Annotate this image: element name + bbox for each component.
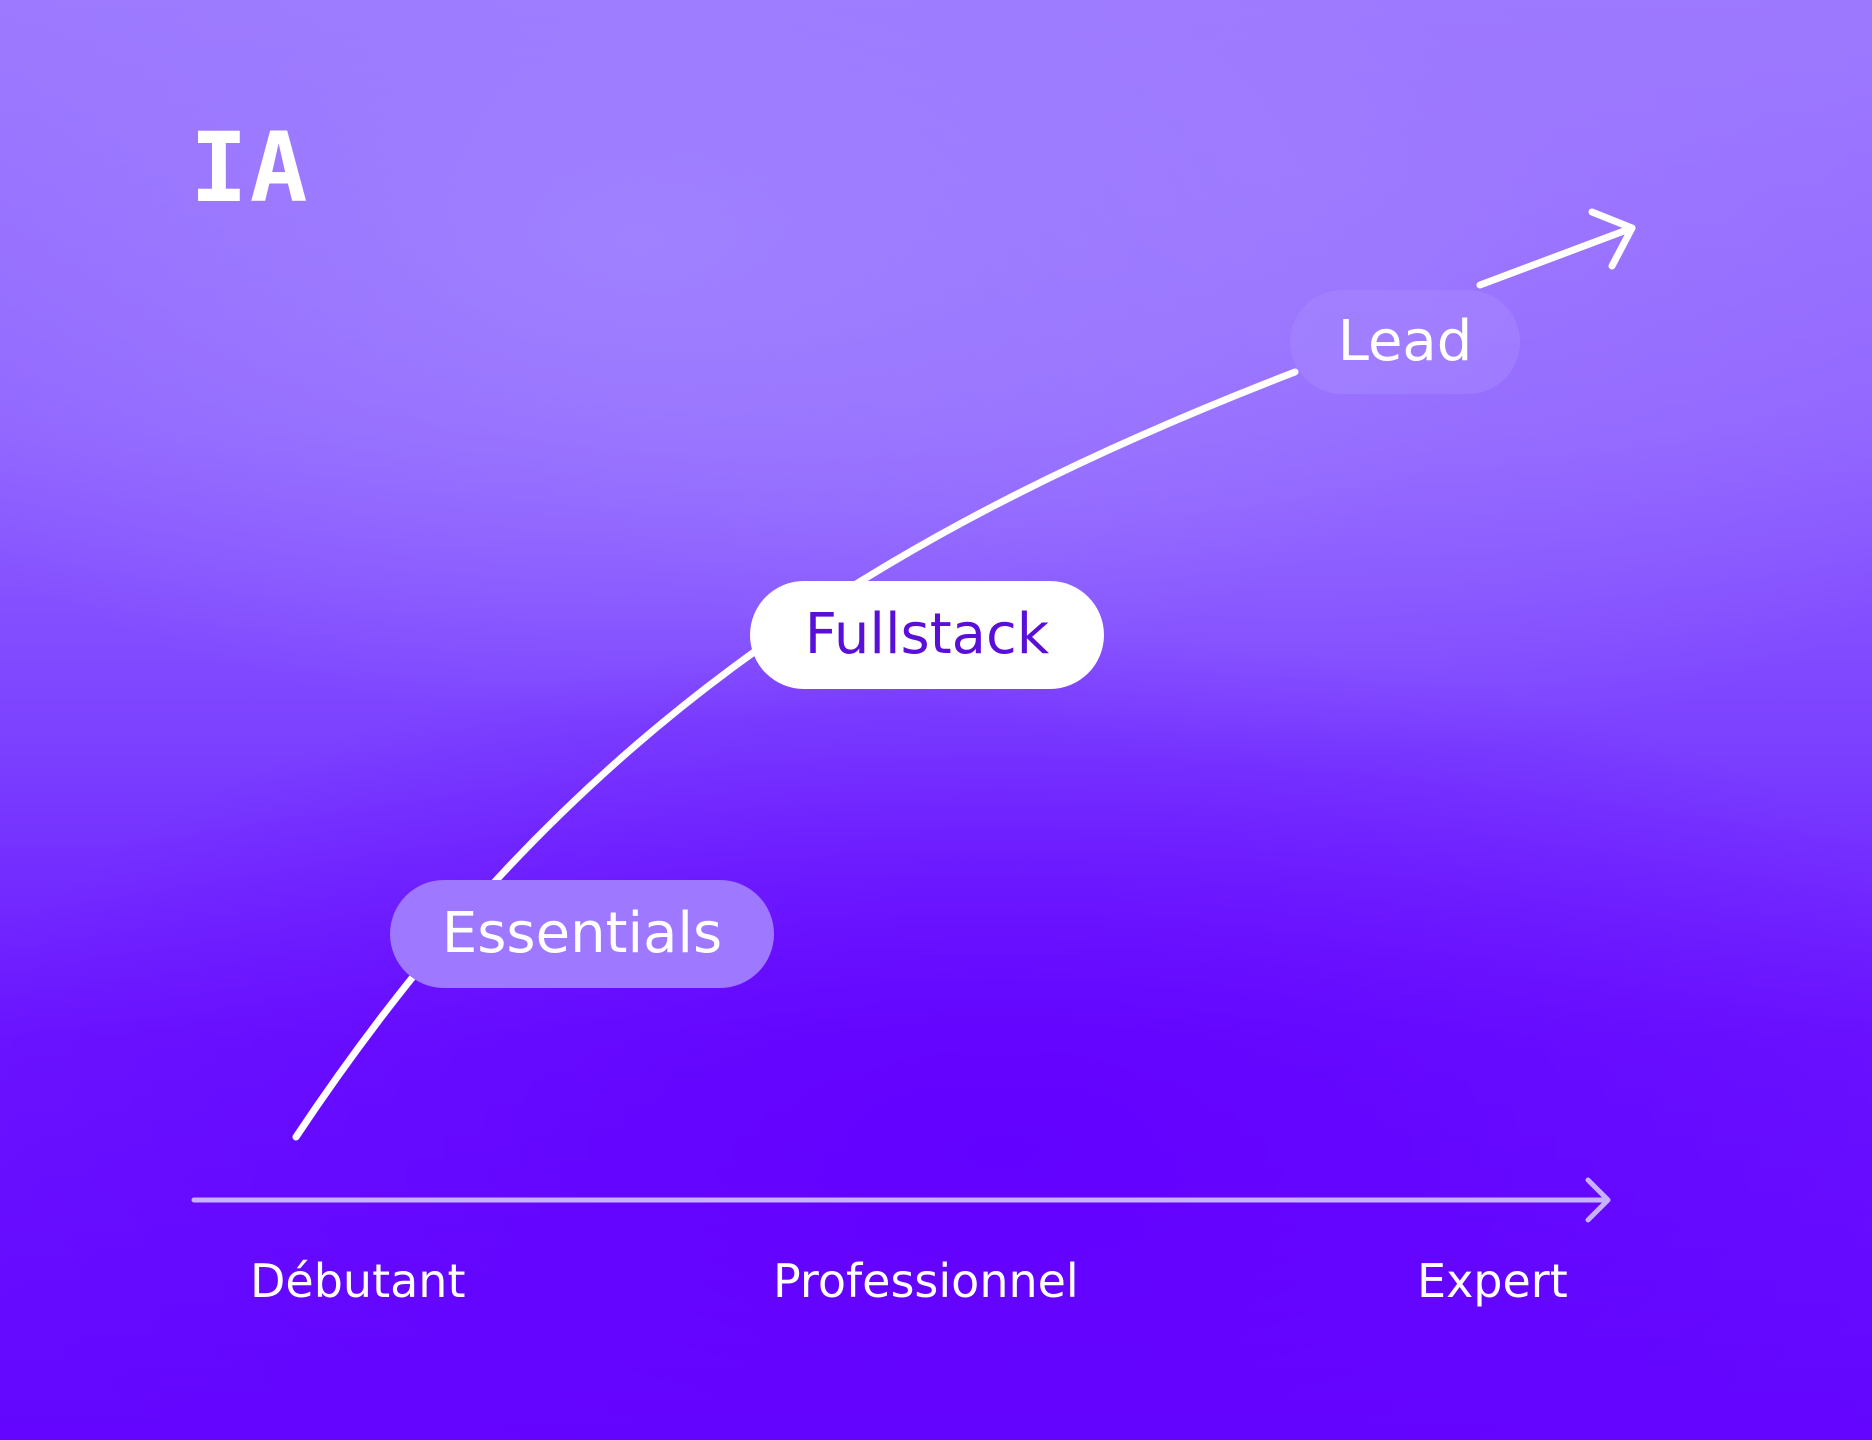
progression-arrow-line: [1476, 224, 1636, 289]
level-label-debutant: Débutant: [250, 1254, 466, 1308]
level-label-professionnel: Professionnel: [773, 1254, 1079, 1308]
level-label-expert: Expert: [1417, 1254, 1568, 1308]
progression-curve: [292, 368, 1299, 1141]
stage-fullstack-label: Fullstack: [804, 602, 1050, 667]
stage-fullstack-pill: Fullstack: [750, 581, 1104, 689]
stage-essentials-label: Essentials: [441, 901, 723, 966]
progression-arrowhead-icon: [1588, 208, 1636, 270]
stage-lead-label: Lead: [1337, 309, 1473, 374]
stage-lead-pill: Lead: [1290, 290, 1520, 394]
brand-title: IA: [190, 112, 310, 224]
stage-essentials-pill: Essentials: [390, 880, 774, 988]
axis-arrowhead-icon: [1585, 1177, 1611, 1223]
